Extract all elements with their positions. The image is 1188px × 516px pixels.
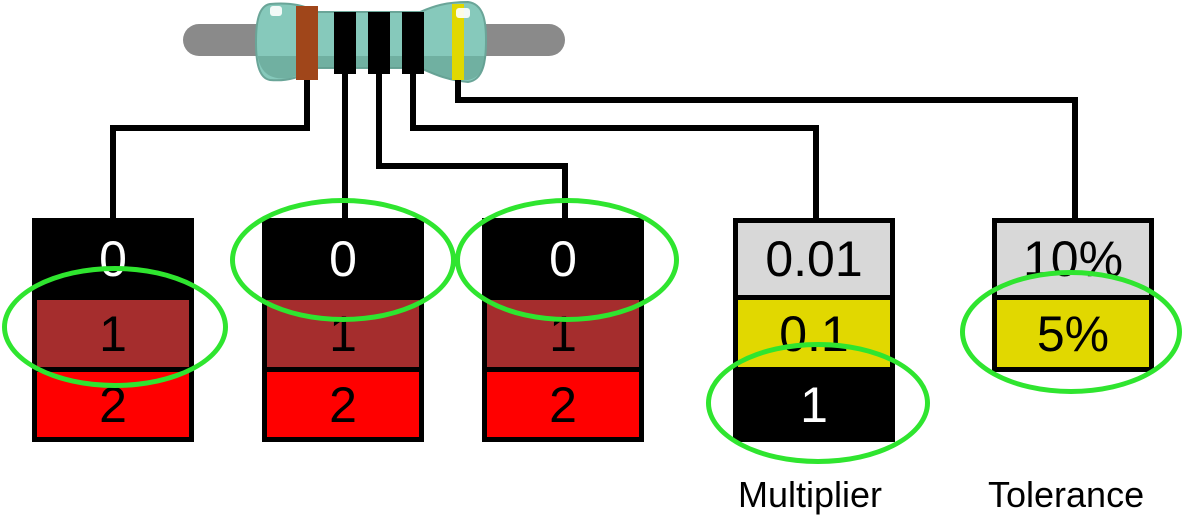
resistor-highlight [270,6,282,16]
band-5-gold [452,4,464,80]
digit-2-option-2[interactable]: 2 [267,372,419,437]
tolerance-option-10[interactable]: 10% [997,223,1149,295]
option-label: 0.01 [765,231,863,287]
digit-2-selector[interactable]: 0 1 2 [262,218,424,442]
digit-3-option-0[interactable]: 0 [487,223,639,295]
tolerance-option-5[interactable]: 5% [997,300,1149,367]
digit-1-option-2[interactable]: 2 [37,372,189,437]
option-label: 5% [1036,305,1110,362]
digit-3-selector[interactable]: 0 1 2 [482,218,644,442]
wire-multiplier [410,74,819,222]
multiplier-option-0.1[interactable]: 0.1 [738,300,890,367]
tolerance-label: Tolerance [988,474,1145,515]
option-label: 10% [1022,231,1124,287]
option-label: 1 [99,305,127,362]
option-label: 2 [549,376,577,433]
wire-tolerance [455,80,1078,222]
resistor-highlight-2 [456,8,470,18]
wire-digit-1 [110,80,310,222]
option-label: 0 [549,231,577,287]
wire-digit-3 [376,74,568,222]
multiplier-option-1[interactable]: 1 [738,372,890,437]
tolerance-selector[interactable]: 10% 5% [992,218,1154,372]
band-4-black [402,12,424,74]
option-label: 0.1 [779,305,849,362]
digit-3-option-1[interactable]: 1 [487,300,639,367]
digit-2-option-1[interactable]: 1 [267,300,419,367]
digit-3-option-2[interactable]: 2 [487,372,639,437]
band-2-black [334,12,356,74]
digit-2-option-0[interactable]: 0 [267,223,419,295]
digit-1-selector[interactable]: 0 1 2 [32,218,194,442]
digit-1-option-0[interactable]: 0 [37,223,189,295]
option-label: 2 [329,376,357,433]
band-3-black [368,12,390,74]
option-label: 1 [549,305,577,362]
option-label: 0 [99,231,127,287]
digit-1-option-1[interactable]: 1 [37,300,189,367]
band-1-brown [296,6,318,80]
multiplier-option-0.01[interactable]: 0.01 [738,223,890,295]
option-label: 2 [99,376,127,433]
option-label: 0 [329,231,357,287]
multiplier-selector[interactable]: 0.01 0.1 1 [733,218,895,442]
multiplier-label: Multiplier [738,474,883,515]
option-label: 1 [800,376,828,433]
option-label: 1 [329,305,357,362]
